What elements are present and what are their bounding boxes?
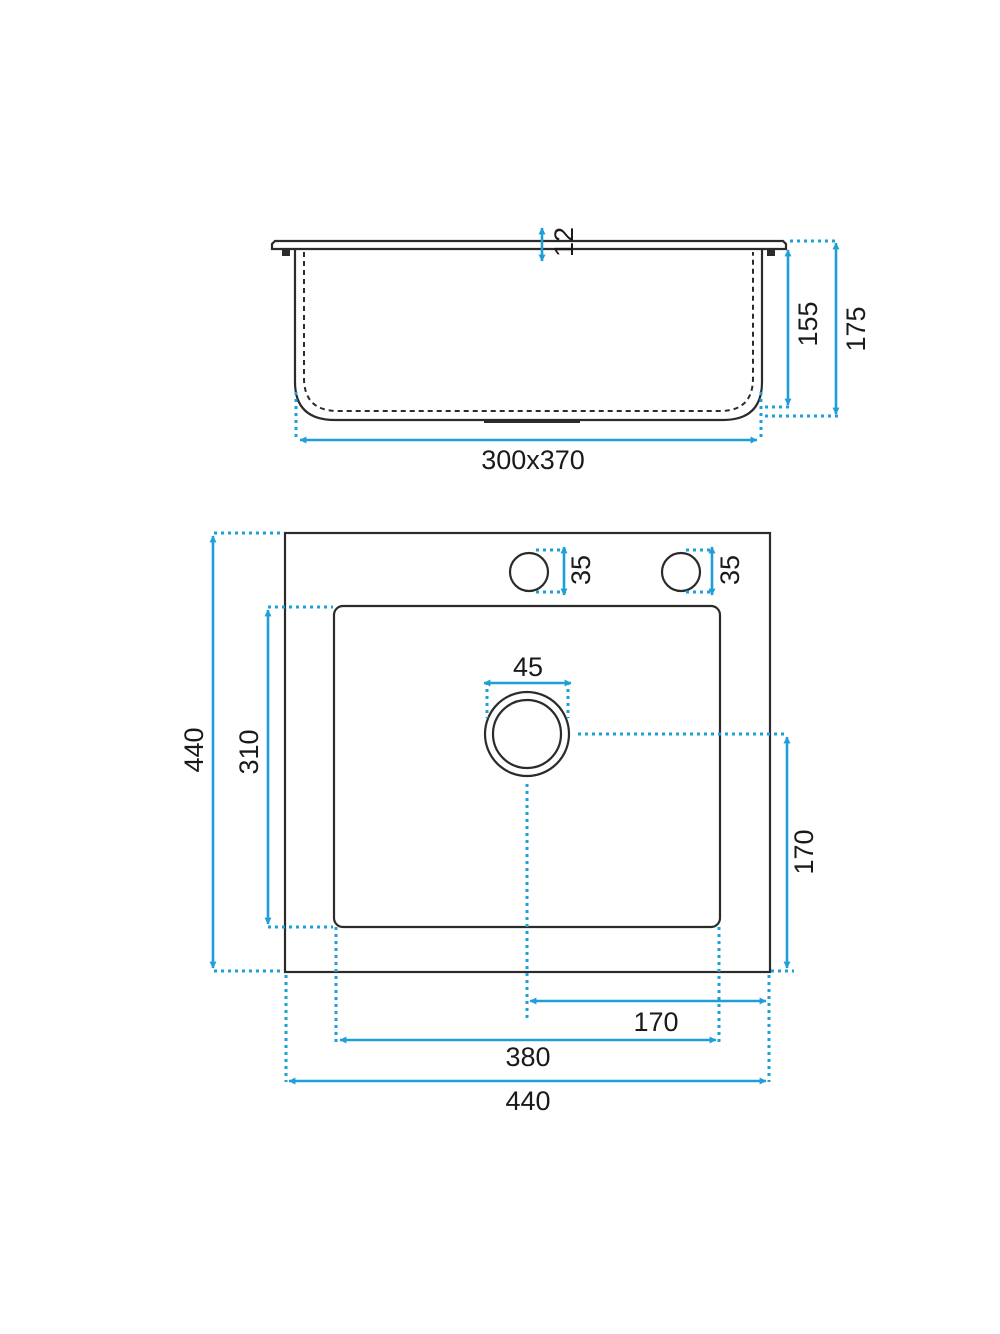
drain-outlet [484,420,580,423]
dim-overall-depth-label: 440 [179,727,209,772]
tap-hole-left [508,551,550,593]
sink-rim [270,239,788,251]
drain-outer [483,690,571,778]
rim-corner-right [767,249,775,256]
dim-rim-thickness-label: 12 [549,227,579,257]
side-view: 12 155 175 300x370 [270,227,871,475]
dim-total-depth-label: 175 [841,306,871,351]
dim-drain-label: 45 [513,652,543,682]
bowl-inner-wall [303,252,754,412]
dim-bowl-depth-top-label: 310 [234,729,264,774]
drain-inner [491,698,563,770]
top-view: 35 35 45 440 310 170 17 [179,531,819,1116]
dim-bowl-bottom-label: 300x370 [481,445,585,475]
dim-bowl-width-label: 380 [505,1042,550,1072]
rim-corner-left [282,249,290,256]
dim-bowl-depth-label: 155 [793,301,823,346]
tap-hole-right [660,551,702,593]
dim-overall-width-label: 440 [505,1086,550,1116]
dim-drain-offset-x-label: 170 [633,1007,678,1037]
dim-tap-left-label: 35 [566,555,596,585]
bowl-outer-wall [293,249,764,422]
sink-outer-plate [283,531,772,974]
dim-tap-right-label: 35 [715,555,745,585]
dim-drain-offset-y-label: 170 [789,829,819,874]
